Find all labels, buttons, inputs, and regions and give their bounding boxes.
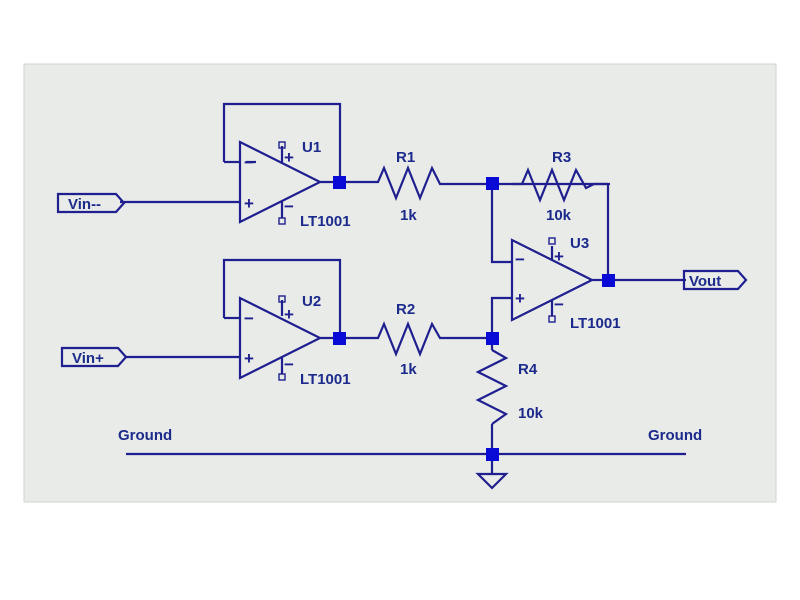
port-vin-plus-shape: [60, 346, 128, 368]
junction-u2-out: [333, 332, 346, 345]
port-vout: Vout: [682, 269, 748, 291]
resistor-r3: R3 10k: [512, 149, 608, 224]
opamp-u2: − + + − U2 LT1001: [126, 258, 351, 388]
junction-u1-out: [333, 176, 346, 189]
resistor-r2-value: 1k: [400, 361, 417, 378]
resistor-r4-ref: R4: [518, 361, 538, 378]
u3-noninv-sign: +: [515, 289, 525, 308]
port-vin-minus-shape: [56, 192, 126, 214]
opamp-u3-part: LT1001: [570, 315, 621, 332]
u1-vneg-sign: −: [284, 197, 294, 216]
junction-inv-node: [486, 177, 499, 190]
port-vout-shape: [682, 269, 748, 291]
junction-ground: [486, 448, 499, 461]
u3-inv-sign: −: [515, 250, 525, 269]
ground-symbol: [475, 472, 509, 490]
u1-inv-sign: −: [244, 153, 254, 172]
u1-vpos-sign: +: [284, 148, 294, 167]
resistor-r2: R2 1k: [372, 301, 446, 378]
opamp-u2-feedback-wire: [222, 258, 342, 338]
opamp-u1-ref: U1: [302, 139, 321, 156]
resistor-r1-value: 1k: [400, 207, 417, 224]
u2-noninv-sign: +: [244, 349, 254, 368]
resistor-r1: R1 1k: [372, 149, 446, 224]
u2-vneg-sign: −: [284, 355, 294, 374]
opamp-u1: − + + − U1 LT1001: [120, 102, 351, 230]
opamp-u2-body: [238, 296, 323, 380]
opamp-u3-ref: U3: [570, 235, 589, 252]
opamp-u1-body: [238, 140, 323, 224]
resistor-r3-value: 10k: [546, 207, 572, 224]
resistor-r2-ref: R2: [396, 301, 415, 318]
port-vin-minus-label: Vin--: [68, 196, 101, 213]
opamp-u2-ref: U2: [302, 293, 321, 310]
ground-label-right: Ground: [648, 427, 702, 444]
u1-noninv-sign: +: [244, 194, 254, 213]
resistor-r3-ref: R3: [552, 149, 571, 166]
resistor-r2-body: [372, 321, 446, 357]
resistor-r4-body: [475, 349, 509, 425]
schematic-background: [23, 63, 777, 503]
opamp-u1-feedback-wire: [222, 102, 342, 182]
resistor-r4-value: 10k: [518, 405, 544, 422]
u2-vpos-sign: +: [284, 305, 294, 324]
wire-inv-input-u3: [490, 184, 512, 264]
resistor-r1-ref: R1: [396, 149, 415, 166]
port-vin-minus: Vin--: [56, 192, 126, 214]
u2-inv-sign: −: [244, 309, 254, 328]
wire-noninv-input-u3: [490, 296, 512, 338]
port-vin-plus-label: Vin+: [72, 350, 104, 367]
resistor-r4: R4 10k: [475, 349, 544, 425]
ground-label-left: Ground: [118, 427, 172, 444]
opamp-u3: − + + − U3 LT1001: [510, 235, 621, 332]
opamp-u2-part: LT1001: [300, 371, 351, 388]
junction-output: [602, 274, 615, 287]
resistor-r3-body: [512, 167, 608, 203]
u3-vpos-sign: +: [554, 247, 564, 266]
junction-noninv-node: [486, 332, 499, 345]
port-vin-plus: Vin+: [60, 346, 128, 368]
u3-vneg-sign: −: [554, 295, 564, 314]
port-vout-label: Vout: [689, 273, 721, 290]
opamp-u1-part: LT1001: [300, 213, 351, 230]
resistor-r1-body: [372, 165, 446, 201]
